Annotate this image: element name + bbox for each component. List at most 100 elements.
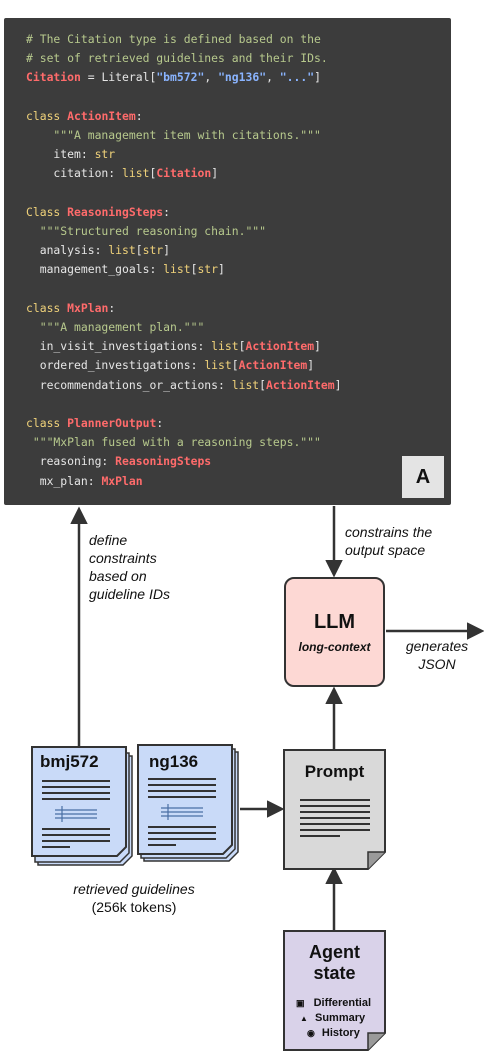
code-token: in_visit_investigations:: [26, 339, 212, 354]
code-token: ]: [163, 243, 171, 258]
code-token: reasoning:: [26, 454, 116, 469]
guideline-title: ng136: [149, 752, 199, 771]
code-token: class: [26, 108, 68, 123]
code-token: :: [156, 416, 164, 431]
agent-state-title: Agent state: [283, 942, 386, 984]
guideline-doc-ng136: [137, 744, 239, 862]
code-token: [: [238, 339, 246, 354]
code-token: Citation: [156, 166, 212, 181]
llm-subtitle: long-context: [298, 640, 371, 654]
code-panel: # The Citation type is defined based on …: [4, 18, 451, 505]
agent-item-label: Differential: [313, 997, 372, 1009]
code-token: :: [135, 108, 143, 123]
label-line: generates: [405, 638, 469, 654]
generates-label: generates JSON: [400, 637, 474, 673]
code-token: "ng136": [218, 70, 267, 85]
guideline-title: bmj572: [40, 752, 99, 771]
code-token: MxPlan: [101, 473, 143, 488]
code-token: "bm572": [156, 70, 205, 85]
code-token: PlannerOutput: [67, 416, 157, 431]
code-token: [: [149, 166, 157, 181]
agent-state-title-line: state: [313, 963, 356, 983]
agent-item-label: History: [321, 1027, 360, 1039]
code-token: [: [135, 243, 143, 258]
code-token: [: [149, 70, 157, 85]
code-token: list: [122, 166, 150, 181]
prompt-title: Prompt: [304, 762, 365, 781]
label-line: output space: [345, 542, 426, 558]
code-token: analysis:: [26, 243, 109, 258]
code-token: ,: [204, 70, 219, 85]
agent-item-label: Summary: [314, 1012, 366, 1024]
code-block: # The Citation type is defined based on …: [26, 30, 341, 491]
code-token: ]: [334, 377, 342, 392]
code-token: ReasoningSteps: [115, 454, 212, 469]
agent-state-doc: [283, 930, 386, 1051]
code-token: str: [94, 147, 116, 162]
prompt-doc: [283, 749, 386, 870]
triangle-bullet-icon: ▲: [300, 1014, 308, 1023]
code-token: ActionItem: [67, 108, 136, 123]
llm-title: LLM: [313, 611, 356, 633]
code-token: str: [197, 262, 219, 277]
agent-item-differential: ▣ Differential: [296, 997, 371, 1009]
code-token: list: [211, 339, 239, 354]
code-token: citation:: [26, 166, 123, 181]
code-token: class: [26, 416, 68, 431]
code-token: ActionItem: [238, 358, 308, 373]
code-token: Literal: [101, 70, 150, 85]
code-token: =: [80, 70, 102, 85]
code-token: mx_plan:: [26, 473, 102, 488]
code-token: ]: [307, 358, 315, 373]
llm-box: LLM long-context: [284, 577, 385, 687]
square-bullet-icon: ▣: [296, 998, 305, 1008]
agent-item-summary: ▲ Summary: [300, 1012, 365, 1024]
code-token: [: [259, 377, 267, 392]
code-token: ActionItem: [266, 377, 335, 392]
code-docstring: """A management item with citations.""": [26, 128, 321, 143]
code-token: management_goals:: [26, 262, 164, 277]
code-token: list: [108, 243, 136, 258]
label-line: constraints: [89, 550, 157, 566]
code-docstring: """MxPlan fused with a reasoning steps."…: [26, 435, 321, 450]
panel-badge: A: [402, 456, 444, 498]
code-token: ]: [211, 166, 219, 181]
code-docstring: """Structured reasoning chain.""": [26, 224, 267, 239]
label-line: retrieved guidelines: [73, 881, 195, 897]
code-token: :: [108, 300, 116, 315]
code-token: list: [204, 358, 232, 373]
code-token: item:: [26, 147, 95, 162]
code-token: ]: [314, 339, 321, 354]
retrieved-guidelines-label: retrieved guidelines (256k tokens): [54, 880, 214, 916]
constrains-label: constrains the output space: [345, 523, 432, 559]
circle-bullet-icon: ◉: [307, 1028, 315, 1038]
code-token: ActionItem: [245, 339, 315, 354]
code-token: ,: [266, 70, 280, 85]
code-token: ordered_investigations:: [26, 358, 205, 373]
code-token: str: [142, 243, 164, 258]
code-token: [: [190, 262, 198, 277]
code-token: ]: [314, 70, 321, 85]
code-token: "...": [279, 70, 315, 85]
agent-item-history: ◉ History: [307, 1027, 360, 1039]
code-token: ]: [218, 262, 225, 277]
code-token: MxPlan: [67, 300, 109, 315]
code-token: list: [163, 262, 191, 277]
label-line: JSON: [418, 656, 456, 672]
label-line: guideline IDs: [89, 586, 170, 602]
label-line: based on: [89, 568, 147, 584]
label-line: define: [89, 532, 128, 548]
code-token: list: [231, 377, 260, 392]
label-line: constrains the: [345, 524, 433, 540]
code-token: ReasoningSteps: [67, 204, 164, 219]
agent-state-title-line: Agent: [309, 942, 360, 962]
code-docstring: """A management plan.""": [26, 320, 205, 335]
code-token: [: [231, 358, 239, 373]
code-comment: # set of retrieved guidelines and their …: [26, 51, 328, 66]
guideline-doc-bmj572: [31, 746, 133, 866]
code-token: Citation: [26, 70, 81, 85]
code-token: class: [26, 300, 68, 315]
label-line: (256k tokens): [91, 899, 177, 915]
define-constraints-label: define constraints based on guideline ID…: [89, 531, 170, 603]
